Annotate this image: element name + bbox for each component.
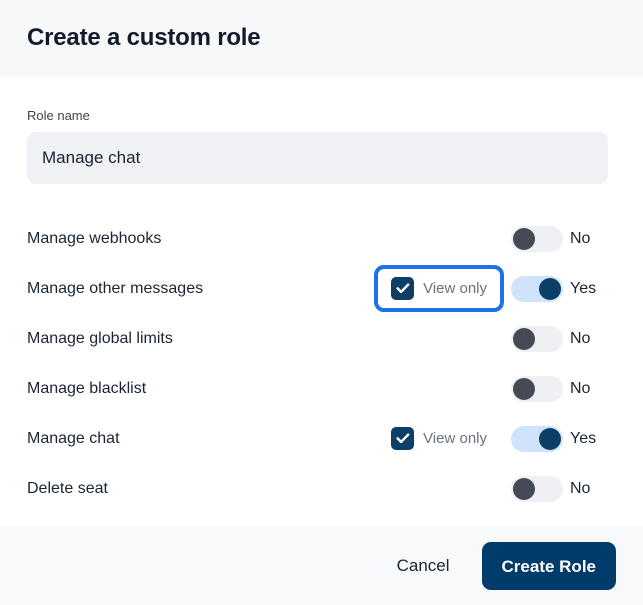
permission-label: Manage blacklist [27,380,147,397]
view-only-checkbox-group[interactable]: View only [374,415,504,462]
permission-label: Manage other messages [27,280,204,297]
permission-controls: View only Yes [374,264,616,314]
create-role-button[interactable]: Create Role [481,542,616,590]
view-only-checkbox-group[interactable]: View only [374,265,504,313]
page-title: Create a custom role [27,24,261,52]
toggle-state-label: No [570,330,591,347]
permission-row: Delete seat No [27,464,616,514]
role-name-label: Role name [27,108,90,123]
toggle-knob [513,377,535,400]
permission-controls: View only Yes [374,414,616,464]
view-only-label: View only [423,429,487,447]
permission-label: Manage chat [27,430,120,447]
permission-toggle[interactable] [511,425,563,452]
permission-label: Manage webhooks [27,230,162,247]
toggle-state-label: No [570,480,591,497]
permission-toggle-wrap: Yes [511,425,616,452]
toggle-knob [539,277,561,300]
permission-toggle-wrap: No [511,475,616,502]
permission-toggle[interactable] [511,475,563,502]
toggle-knob [513,227,535,250]
cancel-button[interactable]: Cancel [383,546,464,586]
permission-toggle-wrap: No [511,225,616,252]
permission-row: Manage other messages View only Yes [27,264,616,314]
permission-toggle[interactable] [511,375,563,402]
toggle-knob [513,477,535,500]
checkmark-icon[interactable] [391,277,415,301]
toggle-state-label: Yes [570,430,597,447]
permission-row: Manage blacklist No [27,364,616,414]
permission-controls: No [511,214,616,264]
toggle-knob [539,427,561,450]
permission-toggle[interactable] [511,275,563,302]
permission-row: Manage global limits No [27,314,616,364]
permission-label: Delete seat [27,480,108,497]
modal-footer: Cancel Create Role [0,527,643,605]
role-name-input[interactable]: Manage chat [27,131,608,184]
permission-toggle-wrap: Yes [511,275,616,302]
toggle-state-label: No [570,230,591,247]
toggle-state-label: No [570,380,591,397]
permission-controls: No [511,314,616,364]
toggle-knob [513,327,535,350]
permission-toggle[interactable] [511,225,563,252]
permission-label: Manage global limits [27,330,173,347]
toggle-state-label: Yes [570,280,597,297]
modal-header: Create a custom role [0,0,643,77]
permission-controls: No [511,464,616,514]
view-only-label: View only [423,279,487,297]
checkmark-icon[interactable] [391,427,415,451]
permission-toggle[interactable] [511,325,563,352]
permission-toggle-wrap: No [511,375,616,402]
permission-row: Manage webhooks No [27,214,616,264]
role-name-field-group: Role name Manage chat [27,108,616,184]
permission-row: Manage chat View only Yes [27,414,616,464]
permission-controls: No [511,364,616,414]
permission-toggle-wrap: No [511,325,616,352]
